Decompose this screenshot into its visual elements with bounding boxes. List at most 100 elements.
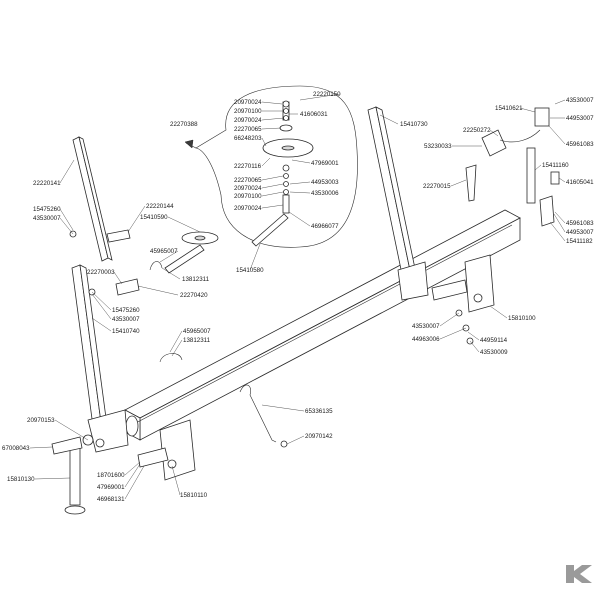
leader-line [137,285,179,296]
callout-46968131: 46968131 [97,496,125,503]
callout-41605041: 41605041 [566,179,594,186]
leader-line [467,331,480,341]
callout-22270420: 22270420 [180,292,208,299]
kramp-k-logo [566,565,592,583]
callout-44963006: 44963006 [412,336,440,343]
callout-15410590: 15410590 [140,214,168,221]
leader-line [289,181,311,185]
callout-20970024: 20970024 [234,185,262,192]
leader-line [519,107,536,113]
leader-line [249,243,261,271]
leader-line [549,221,566,242]
callout-15810130: 15810130 [7,476,35,483]
callout-44953007: 44953007 [566,115,594,122]
callout-15410580: 15410580 [236,267,264,274]
leader-line [127,205,146,233]
callout-22270116: 22270116 [234,163,262,170]
leader-line [261,204,284,209]
callout-13812311: 13812311 [183,337,211,344]
callout-13812311: 13812311 [182,276,210,283]
leader-line [124,461,141,476]
callout-44953007: 44953007 [566,229,594,236]
leader-line [291,159,311,164]
leader-line [534,164,542,171]
callout-47969001: 47969001 [311,160,339,167]
callout-22250272: 22250272 [463,127,491,134]
callout-15475260: 15475260 [112,307,140,314]
callout-15410621: 15410621 [495,105,523,112]
leader-line [439,327,467,340]
callout-20970142: 20970142 [305,433,333,440]
rotor-assembly [251,100,314,247]
hook [465,164,477,202]
leader-line [288,211,311,227]
leader-line [159,250,179,263]
callout-20970100: 20970100 [234,193,262,200]
leader-line [261,183,284,189]
callout-43530007: 43530007 [33,215,61,222]
leader-line [91,317,112,332]
callout-20970153: 20970153 [27,417,55,424]
leader-line [29,446,53,449]
leader-line [113,271,123,285]
callout-43530006: 43530006 [311,190,339,197]
callout-15475260: 15475260 [33,206,61,213]
leader-line [171,465,181,496]
leader-line [558,177,566,183]
leader-lines [29,93,566,500]
callout-67008043: 67008043 [2,445,30,452]
leader-line [91,291,112,311]
callout-18701600: 18701600 [97,472,125,479]
leader-line [59,159,75,184]
leader-line [171,339,183,357]
callout-22270065: 22270065 [234,177,262,184]
leader-line [548,125,566,145]
callout-15810110: 15810110 [180,492,208,499]
leader-line [261,404,305,412]
callout-43530007: 43530007 [412,323,440,330]
jack-stand [51,434,105,515]
leader-line [450,179,467,187]
leader-line [261,175,284,181]
callout-20970024: 20970024 [234,117,262,124]
callout-45965007: 45965007 [183,328,211,335]
callout-22220141: 22220141 [33,180,61,187]
callout-46966077: 46966077 [311,223,339,230]
leader-line [261,191,284,197]
callout-44959114: 44959114 [480,337,508,344]
callout-43530009: 43530009 [480,349,508,356]
callout-41606031: 41606031 [300,111,328,118]
callout-53230033: 53230033 [424,143,452,150]
leader-line [286,435,305,445]
callout-22220150: 22220150 [313,91,341,98]
leader-line [261,117,285,121]
spring [239,384,277,443]
leader-line [124,465,145,500]
leader-line [379,114,399,125]
callout-20970100: 20970100 [234,108,262,115]
leader-line [299,93,341,101]
leader-line [161,267,181,280]
callout-65336135: 65336135 [305,408,333,415]
leader-line [553,213,566,233]
right-support-post [367,106,429,301]
leader-line [59,217,74,235]
callout-43530007: 43530007 [566,97,594,104]
callout-22270015: 22270015 [423,183,451,190]
leader-line [34,477,71,480]
leader-line [91,293,112,320]
main-frame-beam [124,209,521,441]
callout-20970024: 20970024 [234,205,262,212]
leader-line [289,191,311,194]
callout-15410740: 15410740 [112,328,140,335]
leader-line [54,419,89,441]
callout-22220144: 22220144 [146,203,174,210]
left-small-parts [69,229,288,448]
callout-15410730: 15410730 [400,121,428,128]
callout-44953003: 44953003 [311,179,339,186]
hydraulic-cylinder [481,107,560,227]
leader-line [469,340,480,353]
callout-15411160: 15411160 [542,162,569,169]
callout-43530007: 43530007 [112,316,140,323]
